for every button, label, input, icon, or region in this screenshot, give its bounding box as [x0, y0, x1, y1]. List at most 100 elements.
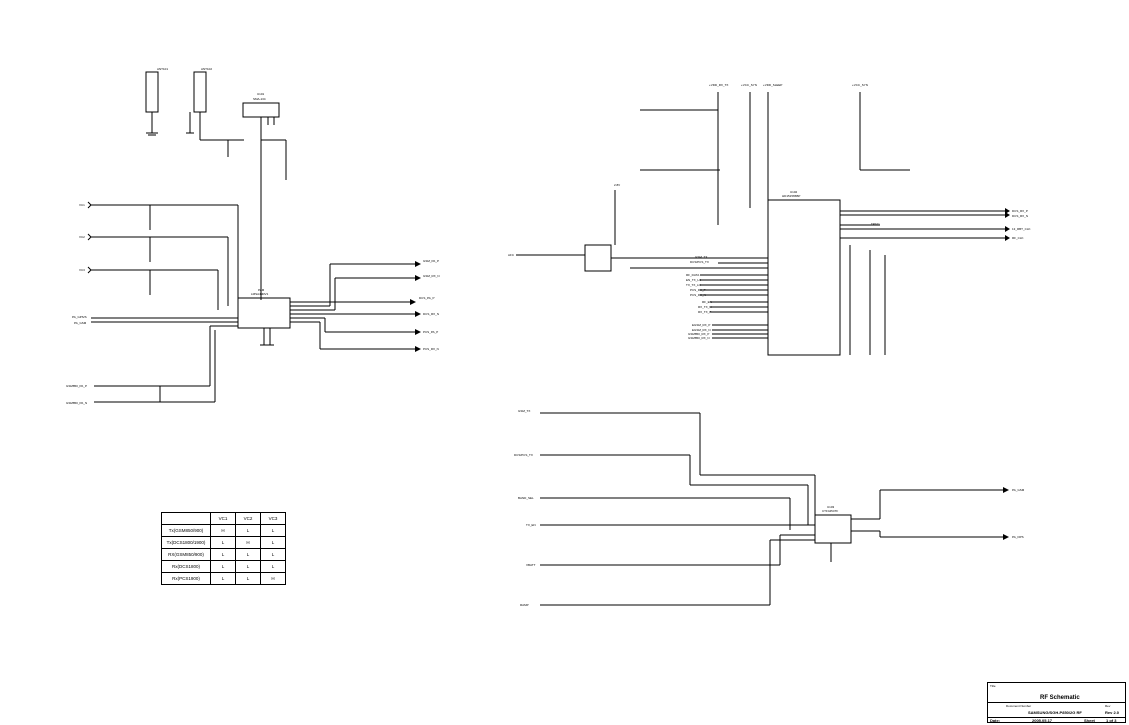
truth-table-corner-cell: [161, 512, 211, 525]
truth-table-value-cell: H: [260, 572, 286, 585]
svg-text:TX_EN: TX_EN: [526, 523, 536, 527]
truth-table-row: Rx(DCS1800) L L L: [161, 560, 286, 573]
svg-text:U102: U102: [790, 190, 798, 194]
svg-text:+VCC_SYN: +VCC_SYN: [852, 83, 868, 87]
pa-control-inputs: GSM_TX DCS/PCS_TX BAND_SEL TX_EN VBATT R…: [514, 409, 816, 607]
truth-table-value-cell: L: [235, 548, 261, 561]
svg-text:GSM_RX_N: GSM_RX_N: [423, 274, 440, 278]
truth-table-header-cell: VC1: [210, 512, 236, 525]
control-truth-table: VC1 VC2 VC3 Tx(GSM850/900) H L L Tx(DCS1…: [161, 512, 286, 585]
sheet-value: 1 of 3: [1106, 718, 1117, 723]
date-value: 2005.05.17: [1032, 718, 1053, 723]
truth-table-value-cell: L: [235, 572, 261, 585]
truth-table-row: RX(GSM850/900) L L L: [161, 548, 286, 561]
svg-text:VC3: VC3: [79, 268, 85, 272]
truth-table-value-cell: L: [260, 524, 286, 537]
svg-text:CTF4454TF: CTF4454TF: [822, 509, 838, 513]
sheet-caption: Sheet: [1084, 718, 1095, 723]
svg-text:DCS_RX_N: DCS_RX_N: [423, 312, 439, 316]
truth-table-header-cell: VC2: [235, 512, 261, 525]
truth-table-value-cell: L: [235, 560, 261, 573]
truth-table-value-cell: L: [260, 536, 286, 549]
pam-module: PAM LMSA49RV1: [237, 263, 415, 350]
svg-text:DCS_PA_P: DCS_PA_P: [419, 296, 434, 300]
transceiver-outputs: DCS_RX_P DCS_RX_N TP101 13_RBT_CLK RF_CL…: [840, 208, 1031, 355]
doc-number-caption: Document Number: [1006, 704, 1032, 708]
svg-text:GSM_TX: GSM_TX: [695, 255, 707, 259]
schematic-title: RF Schematic: [1040, 695, 1080, 701]
truth-table-value-cell: L: [260, 560, 286, 573]
svg-text:GSM850_RX_P: GSM850_RX_P: [688, 332, 709, 336]
svg-text:PA_DPS: PA_DPS: [1012, 535, 1024, 539]
svg-text:EGSM_RX_P: EGSM_RX_P: [692, 323, 710, 327]
svg-text:+VCC_SYN: +VCC_SYN: [741, 83, 757, 87]
afc-vco: AFC: [508, 190, 768, 272]
truth-table-value-cell: L: [235, 524, 261, 537]
pam-output-ports: DCS_PA_P GSM_PA_P GSM_RX_N DCS_RX_N PCS_…: [410, 259, 440, 352]
revision: Rev 2.0: [1105, 710, 1120, 715]
svg-text:PCS_RX_P: PCS_RX_P: [690, 288, 706, 292]
svg-text:VBATT: VBATT: [526, 563, 536, 567]
svg-text:2.8V: 2.8V: [614, 183, 620, 187]
svg-text:RAMP: RAMP: [520, 603, 529, 607]
rf-switch-u101: U101 SMA-134: [227, 92, 287, 300]
truth-table-value-cell: L: [260, 548, 286, 561]
svg-text:RF_EN: RF_EN: [702, 300, 712, 304]
svg-text:RX_TX_N: RX_TX_N: [698, 305, 712, 309]
svg-text:AFC: AFC: [508, 253, 515, 257]
svg-text:PCS_RX_N: PCS_RX_N: [423, 347, 439, 351]
svg-text:DCS_RX_P: DCS_RX_P: [1012, 209, 1028, 213]
truth-table-mode-cell: Rx(PCS1900): [161, 572, 211, 585]
svg-text:PA_GSM: PA_GSM: [74, 321, 87, 325]
svg-text:GSM850_RX_N: GSM850_RX_N: [688, 336, 710, 340]
svg-text:GSM_TX: GSM_TX: [518, 409, 530, 413]
svg-text:HD151565BP: HD151565BP: [782, 194, 800, 198]
title-caption: Title: [990, 684, 996, 688]
supply-rails: +VDD_RX_TX +VCC_SYN +VDD_SLEEP +VCC_SYN …: [614, 83, 910, 225]
pa-module-ic: U103 CTF4454TF PA_GSM PA_DPS: [814, 487, 1025, 562]
svg-text:PA_GPS/S: PA_GPS/S: [72, 315, 87, 319]
svg-text:EGSM_RX_N: EGSM_RX_N: [692, 328, 711, 332]
antenna-connectors: ANT101 ANT102: [145, 67, 244, 141]
truth-table-mode-cell: Rx(DCS1800): [161, 560, 211, 573]
gsm850-ports: GSM850_PA_P GSM850_PA_N: [66, 325, 238, 405]
title-block: Title RF Schematic Document Number SAMSU…: [987, 682, 1126, 723]
truth-table-value-cell: L: [210, 572, 236, 585]
svg-text:PA_GSM: PA_GSM: [1012, 488, 1025, 492]
svg-text:+VDD_RX_TX: +VDD_RX_TX: [709, 83, 728, 87]
transceiver-ic: U102 HD151565BP: [767, 190, 841, 356]
svg-text:VC1: VC1: [79, 203, 85, 207]
svg-text:LMSA49RV1: LMSA49RV1: [251, 292, 269, 296]
svg-text:GSM_PA_P: GSM_PA_P: [423, 259, 439, 263]
svg-text:RF_DATA: RF_DATA: [686, 273, 699, 277]
vc-lines: VC1 VC2 VC3 PA_GPS/S PA_GSM: [72, 201, 239, 325]
svg-text:+VDD_SLEEP: +VDD_SLEEP: [763, 83, 782, 87]
truth-table-value-cell: L: [210, 548, 236, 561]
svg-text:GSM850_PA_N: GSM850_PA_N: [66, 401, 87, 405]
transceiver-inputs: GSM_TX DCS/PCS_TX RF_DATA EN_TX_LO TX_TX…: [686, 255, 768, 340]
doc-number: SAMSUNG/SGH-P850/2G RF: [1028, 710, 1082, 715]
truth-table-row: Tx(DCS1800/1900) L H L: [161, 536, 286, 549]
title-block-divider: [988, 717, 1125, 718]
title-block-divider: [988, 702, 1125, 703]
svg-text:DCS/PCS_TX: DCS/PCS_TX: [514, 453, 533, 457]
truth-table-header-row: VC1 VC2 VC3: [161, 512, 286, 525]
truth-table-row: Tx(GSM850/900) H L L: [161, 524, 286, 537]
svg-text:PCS_RX_N: PCS_RX_N: [690, 293, 706, 297]
svg-text:GSM850_PA_P: GSM850_PA_P: [66, 384, 87, 388]
svg-text:TX_TX_LO: TX_TX_LO: [686, 283, 702, 287]
svg-text:13_RBT_CLK: 13_RBT_CLK: [1012, 227, 1031, 231]
truth-table-mode-cell: Tx(GSM850/900): [161, 524, 211, 537]
svg-text:RX_TX_P: RX_TX_P: [698, 310, 711, 314]
svg-text:DCS/PCS_TX: DCS/PCS_TX: [690, 260, 709, 264]
truth-table-value-cell: H: [210, 524, 236, 537]
truth-table-value-cell: L: [210, 560, 236, 573]
svg-text:VC2: VC2: [79, 235, 85, 239]
svg-text:EN_TX_LO: EN_TX_LO: [686, 278, 702, 282]
rev-caption: Rev: [1105, 704, 1111, 708]
date-caption: Date:: [990, 718, 1001, 723]
truth-table-mode-cell: Tx(DCS1800/1900): [161, 536, 211, 549]
truth-table-header-cell: VC3: [260, 512, 286, 525]
